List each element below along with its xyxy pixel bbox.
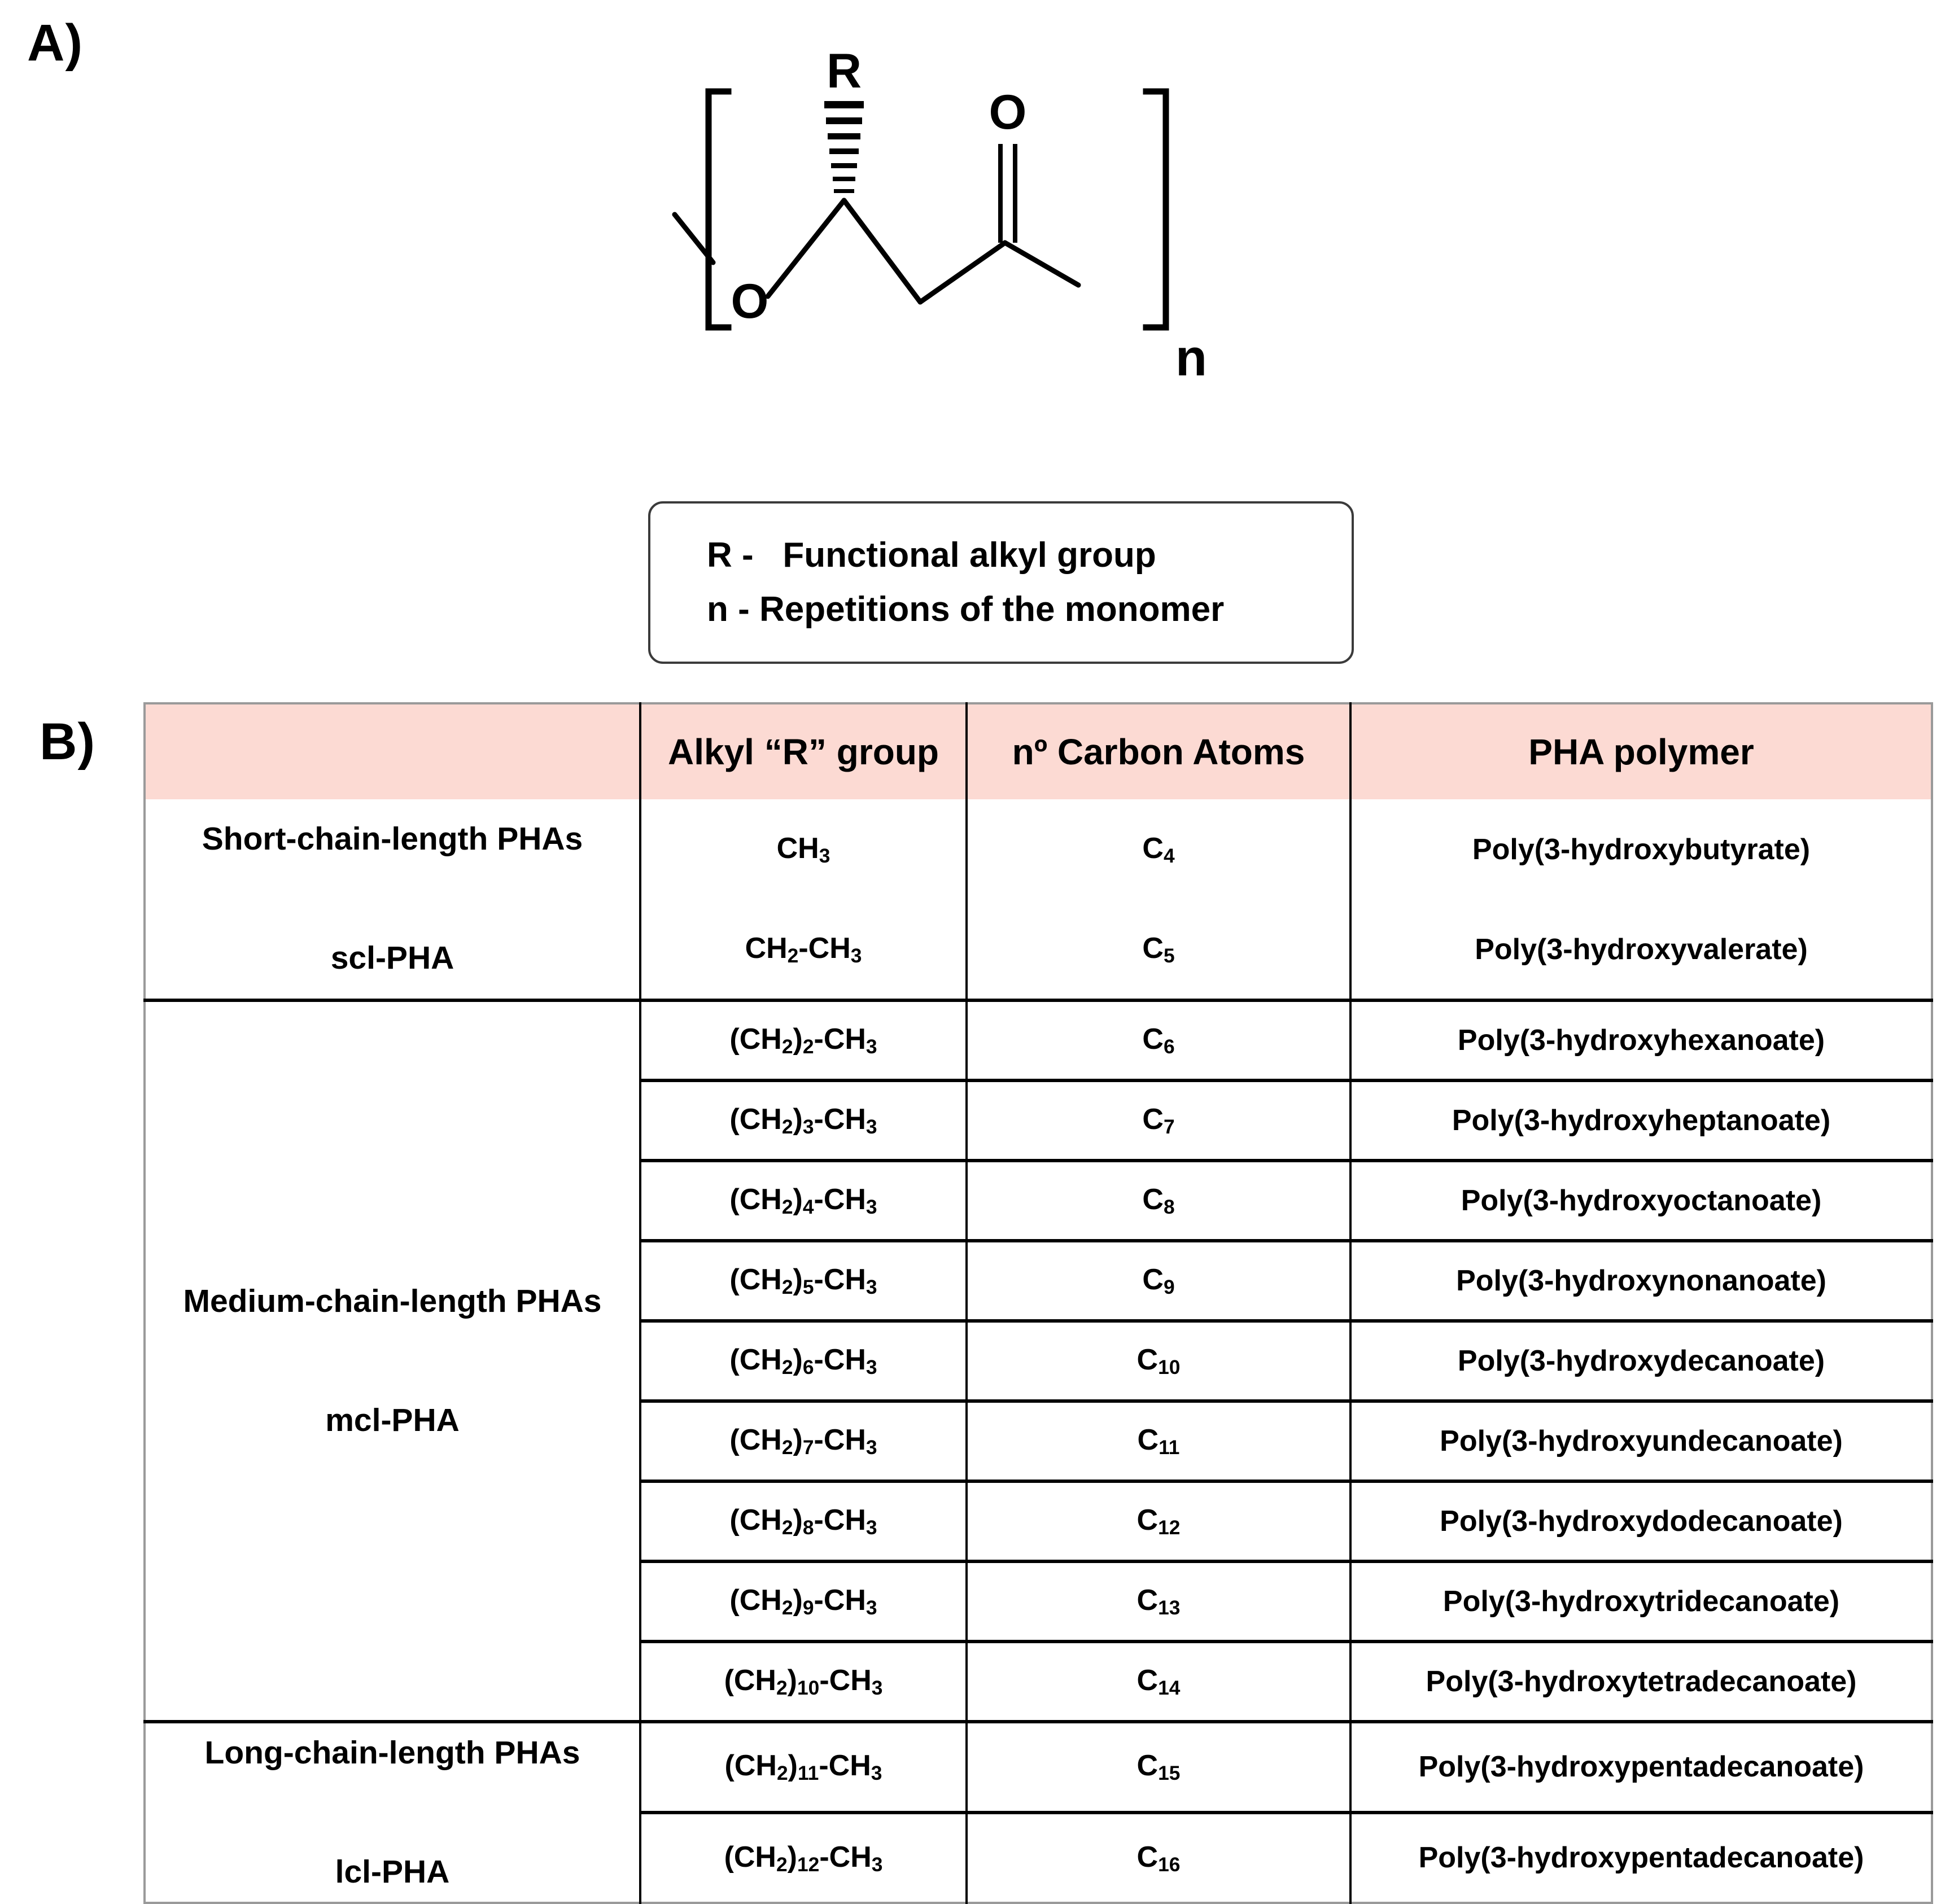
- table-section-scl: Short-chain-length PHAs scl-PHA CH3 C4 P…: [145, 799, 1932, 1000]
- table-row: (CH2)8-CH3 C12 Poly(3-hydroxydodecanoate…: [145, 1480, 1932, 1561]
- cell-pha-polymer: Poly(3-hydroxytridecanoate): [1350, 1560, 1932, 1642]
- table-row: (CH2)7-CH3 C11 Poly(3-hydroxyundecanoate…: [145, 1399, 1932, 1481]
- cell-carbon-atoms: C4: [967, 799, 1352, 900]
- cell-alkyl-group: CH2-CH3: [640, 900, 968, 1000]
- carbonyl-oxygen-label: O: [989, 85, 1027, 139]
- table-row: (CH2)3-CH3 C7 Poly(3-hydroxyheptanoate): [145, 1079, 1932, 1161]
- row-label-scl: Short-chain-length PHAs scl-PHA: [145, 799, 641, 1000]
- table-row: Medium-chain-length PHAs mcl-PHA (CH2)2-…: [145, 999, 1932, 1722]
- cell-carbon-atoms: C12: [967, 1480, 1352, 1561]
- table-row: (CH2)10-CH3 C14 Poly(3-hydroxytetradecan…: [145, 1640, 1932, 1722]
- table-row: (CH2)5-CH3 C9 Poly(3-hydroxynonanoate): [145, 1239, 1932, 1321]
- cell-carbon-atoms: C14: [967, 1640, 1352, 1722]
- cell-pha-polymer: Poly(3-hydroxynonanoate): [1350, 1239, 1932, 1321]
- pha-monomer-structure-diagram: R O O n: [672, 45, 1207, 387]
- cell-alkyl-group: (CH2)2-CH3: [640, 999, 968, 1080]
- panel-b-label: B): [40, 713, 96, 771]
- stereo-hash-wedge-icon: [824, 101, 864, 193]
- row-label-mcl: Medium-chain-length PHAs mcl-PHA: [145, 999, 641, 1722]
- cell-carbon-atoms: C7: [967, 1079, 1352, 1161]
- table-row: (CH2)4-CH3 C8 Poly(3-hydroxyoctanoate): [145, 1159, 1932, 1241]
- panel-a-label: A): [27, 14, 84, 72]
- table-row: Long-chain-length PHAs lcl-PHA (CH2)11-C…: [145, 1719, 1932, 1903]
- cell-pha-polymer: Poly(3-hydroxytetradecanoate): [1350, 1640, 1932, 1722]
- cell-pha-polymer: Poly(3-hydroxyvalerate): [1475, 933, 1808, 966]
- cell-alkyl-group: (CH2)3-CH3: [640, 1079, 968, 1161]
- cell-pha-polymer: Poly(3-hydroxydodecanoate): [1350, 1480, 1932, 1561]
- table-header-row: Alkyl “R” group nº Carbon Atoms PHA poly…: [145, 703, 1932, 799]
- cell-pha-polymer: Poly(3-hydroxyundecanoate): [1350, 1399, 1932, 1481]
- cell-pha-polymer: Poly(3-hydroxyhexanoate): [1350, 999, 1932, 1080]
- r-group-label: R: [827, 45, 862, 98]
- repeat-unit-n-label: n: [1175, 329, 1207, 387]
- table-header: Alkyl “R” group nº Carbon Atoms PHA poly…: [145, 703, 1932, 799]
- cell-alkyl-group: (CH2)12-CH3: [640, 1810, 968, 1903]
- cell-pha-polymer: Poly(3-hydroxypentadecanoate): [1350, 1720, 1932, 1813]
- cell-alkyl-group: (CH2)5-CH3: [640, 1239, 968, 1321]
- cell-carbon-atoms: C10: [967, 1319, 1352, 1401]
- cell-pha-polymer: Poly(3-hydroxybutyrate): [1472, 833, 1811, 866]
- right-bracket-icon: [1143, 88, 1169, 331]
- cell-pha-polymer: Poly(3-hydroxyheptanoate): [1350, 1079, 1932, 1161]
- cell-alkyl-group: (CH2)4-CH3: [640, 1159, 968, 1241]
- header-cell-carbon-atoms: nº Carbon Atoms: [967, 703, 1352, 799]
- cell-alkyl-group: (CH2)9-CH3: [640, 1560, 968, 1642]
- legend-r-definition: R - Functional alkyl group: [707, 536, 1156, 575]
- cell-alkyl-group: (CH2)7-CH3: [640, 1399, 968, 1481]
- ester-oxygen-label: O: [731, 274, 769, 329]
- header-cell-pha-polymer: PHA polymer: [1350, 703, 1932, 799]
- table-row: Short-chain-length PHAs scl-PHA CH3 C4 P…: [145, 799, 1932, 1000]
- cell-alkyl-group: (CH2)6-CH3: [640, 1319, 968, 1401]
- pha-classification-table: Alkyl “R” group nº Carbon Atoms PHA poly…: [143, 702, 1933, 1904]
- cell-carbon-atoms: C6: [967, 999, 1352, 1080]
- cell-alkyl-group: (CH2)10-CH3: [640, 1640, 968, 1722]
- row-label-lcl: Long-chain-length PHAs lcl-PHA: [145, 1719, 641, 1903]
- cell-alkyl-group: CH3: [640, 799, 968, 900]
- table-section-lcl: Long-chain-length PHAs lcl-PHA (CH2)11-C…: [145, 1719, 1932, 1903]
- cell-carbon-atoms: C5: [967, 900, 1352, 1000]
- cell-carbon-atoms: C13: [967, 1560, 1352, 1642]
- left-bracket-icon: [705, 88, 732, 331]
- header-cell-alkyl-group: Alkyl “R” group: [640, 703, 968, 799]
- legend-n-definition: n - Repetitions of the monomer: [707, 590, 1225, 629]
- backbone-bonds: [672, 198, 1081, 305]
- cell-alkyl-group: (CH2)8-CH3: [640, 1480, 968, 1561]
- table-row: CH2-CH3 C5 Poly(3-hydroxyvalerate): [145, 900, 1932, 1000]
- cell-carbon-atoms: C8: [967, 1159, 1352, 1241]
- cell-carbon-atoms: C15: [967, 1720, 1352, 1813]
- cell-pha-polymer: Poly(3-hydroxydecanoate): [1350, 1319, 1932, 1401]
- structure-legend-box: R - Functional alkyl group n - Repetitio…: [648, 501, 1354, 664]
- cell-pha-polymer: Poly(3-hydroxyoctanoate): [1350, 1159, 1932, 1241]
- cell-alkyl-group: (CH2)11-CH3: [640, 1720, 968, 1813]
- cell-carbon-atoms: C11: [967, 1399, 1352, 1481]
- header-cell-class: [145, 703, 641, 799]
- cell-carbon-atoms: C16: [967, 1810, 1352, 1903]
- cell-carbon-atoms: C9: [967, 1239, 1352, 1321]
- table-row: (CH2)6-CH3 C10 Poly(3-hydroxydecanoate): [145, 1319, 1932, 1401]
- panel-a-structure: A): [0, 0, 1954, 677]
- cell-pha-polymer: Poly(3-hydroxypentadecanoate): [1350, 1810, 1932, 1903]
- carbonyl-double-bond: [998, 144, 1017, 243]
- table-row: (CH2)9-CH3 C13 Poly(3-hydroxytridecanoat…: [145, 1560, 1932, 1642]
- table-section-mcl: Medium-chain-length PHAs mcl-PHA (CH2)2-…: [145, 999, 1932, 1722]
